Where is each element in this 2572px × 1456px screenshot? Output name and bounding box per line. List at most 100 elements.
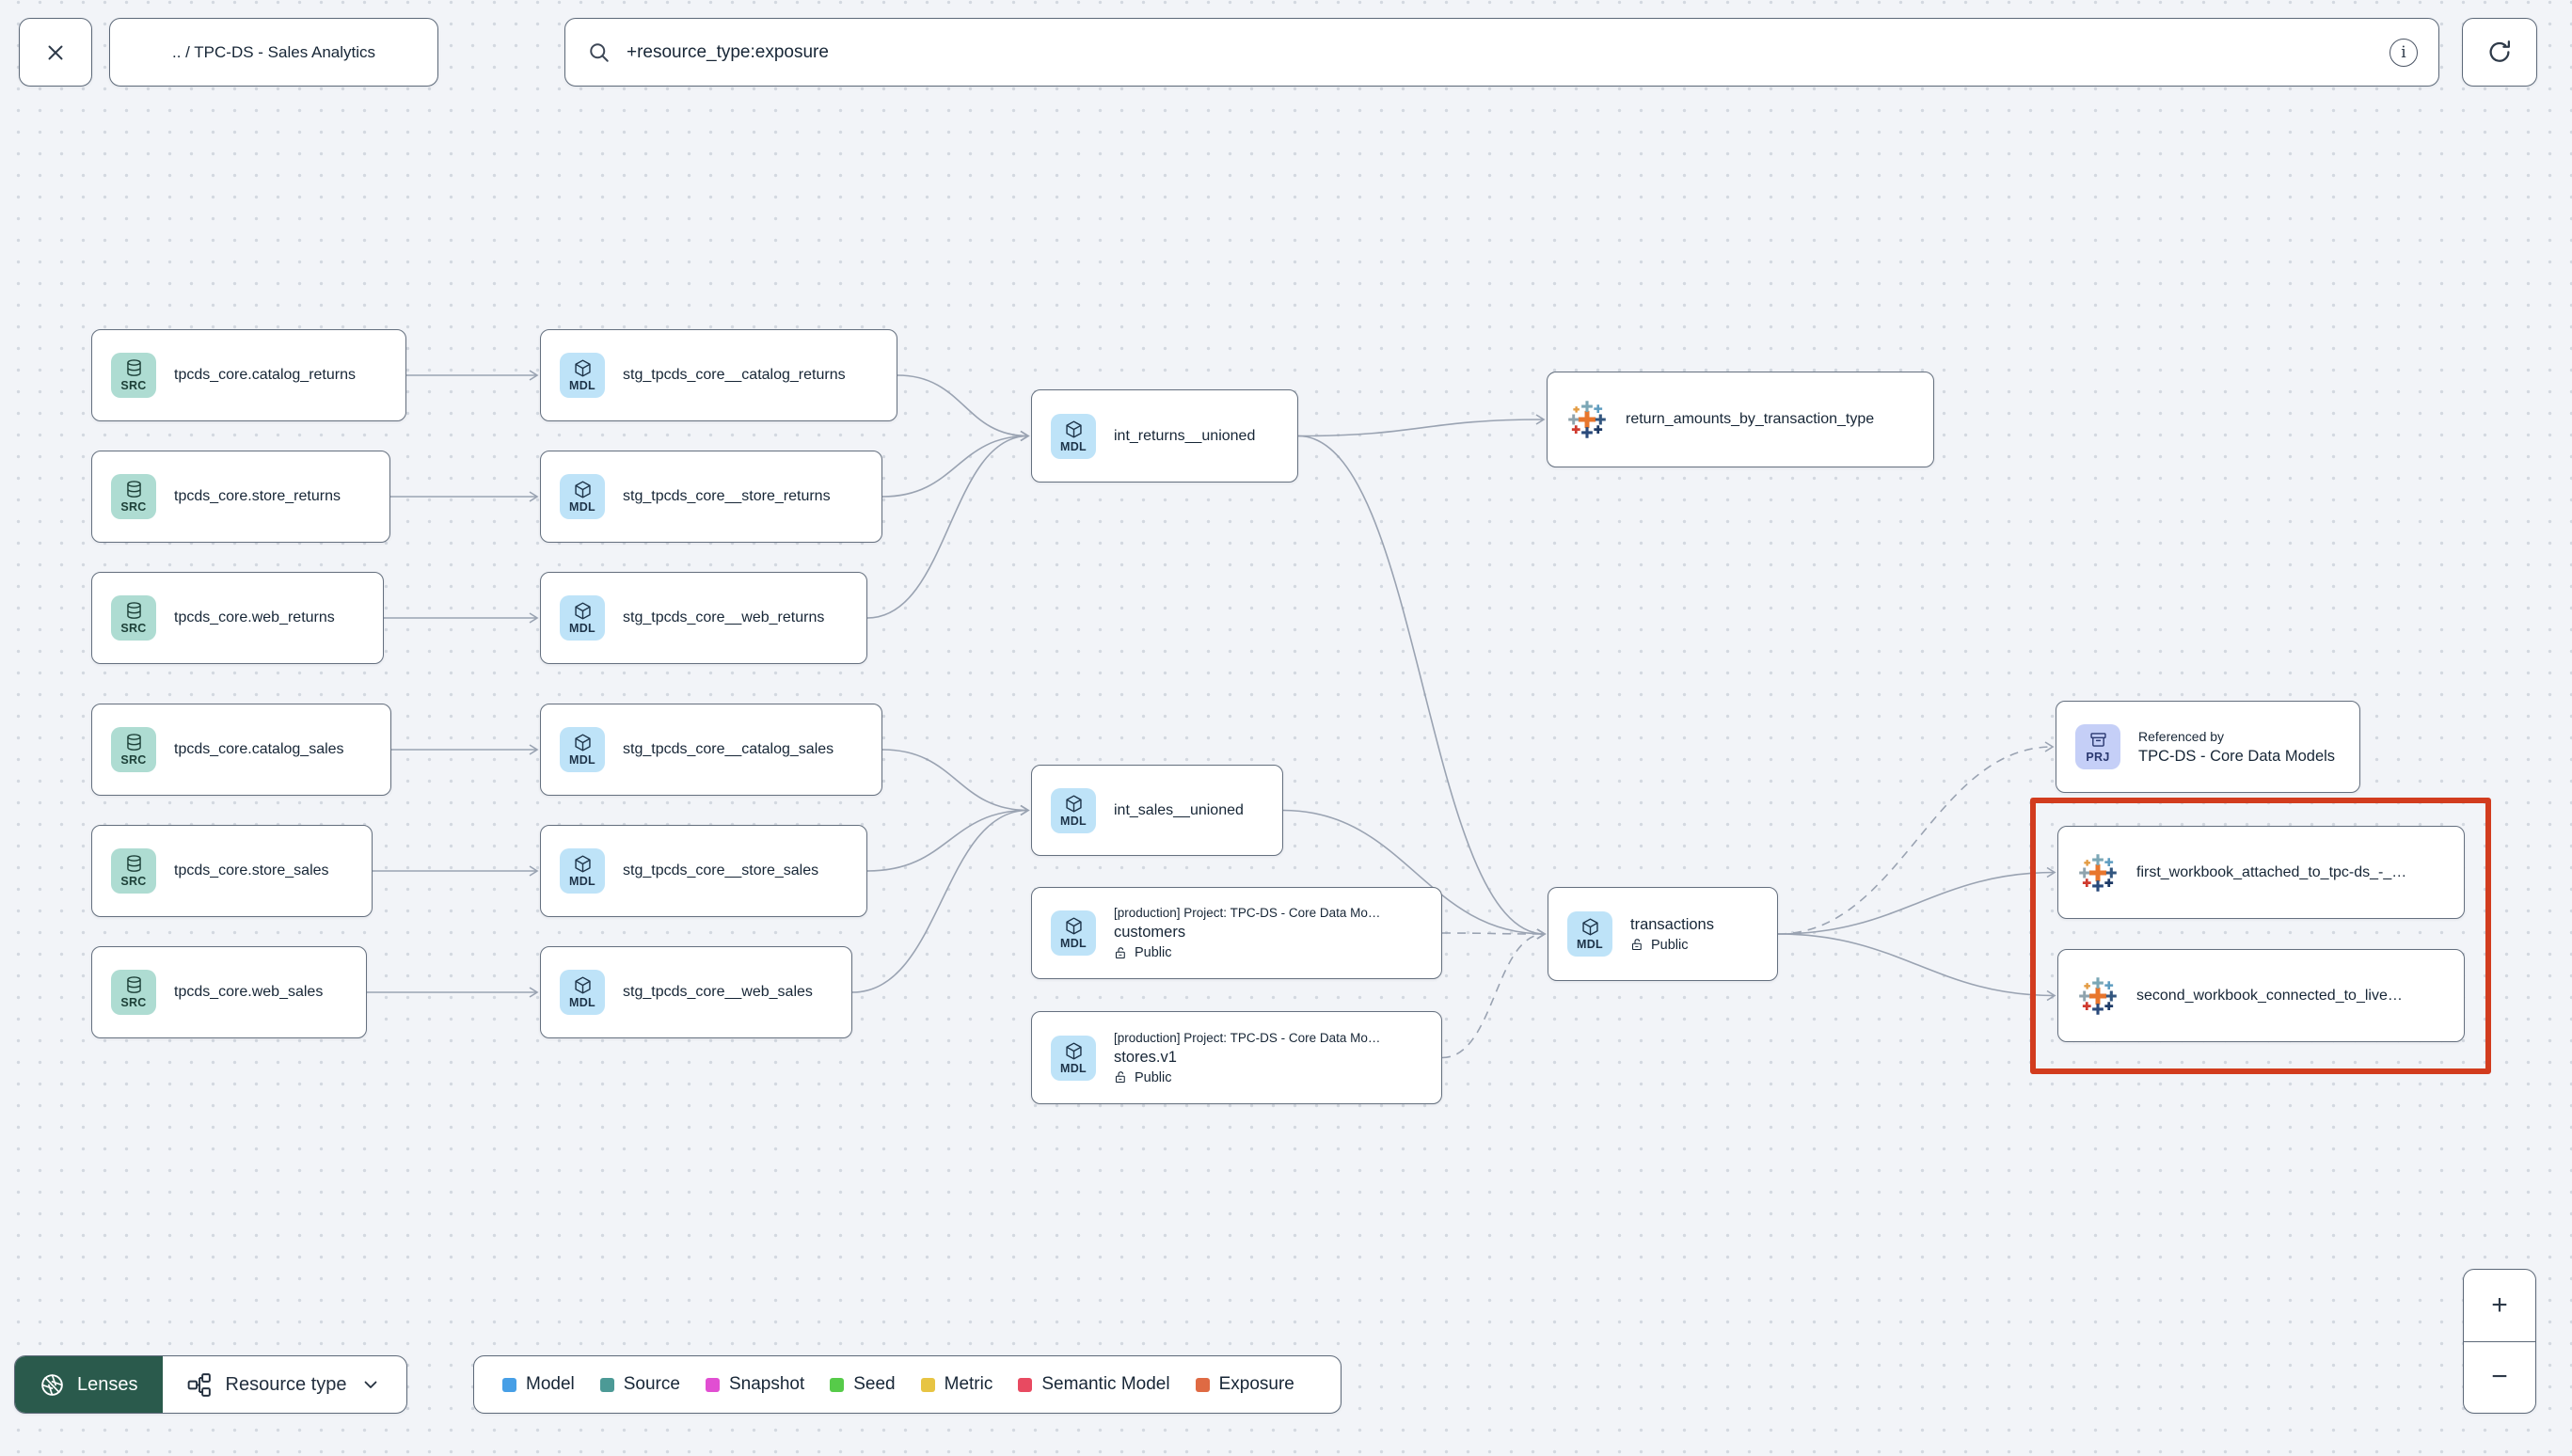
tableau-icon [1566,399,1608,440]
cube-icon [1581,918,1598,936]
resource-type-icon [187,1372,211,1397]
unlock-icon [1631,939,1642,951]
node-label: int_returns__unioned [1114,427,1256,444]
legend-item-model: Model [502,1374,575,1395]
mdl-chip: MDL [1051,413,1096,459]
info-icon[interactable]: i [2389,38,2418,67]
tableau-icon [2079,976,2117,1015]
resource-type-dropdown[interactable]: Resource type [163,1356,407,1413]
src-chip: SRC [111,595,156,641]
node-project-line: [production] Project: TPC-DS - Core Data… [1114,906,1381,920]
cube-icon [574,855,591,873]
mdl-chip: MDL [1567,911,1612,957]
edge-stg_catalog_sales-to-int_sales [881,749,1030,816]
edge-stg_store_returns-to-int_returns [881,430,1030,498]
node-title: transactions [1630,915,1714,933]
lenses-button[interactable]: Lenses [15,1356,163,1413]
src-chip: SRC [111,848,156,894]
src-chip: SRC [111,353,156,398]
search-bar[interactable]: i [564,18,2439,87]
legend-swatch [920,1377,935,1392]
legend-item-snapshot: Snapshot [705,1374,804,1395]
search-input[interactable] [627,41,2375,63]
tableau-icon [2077,975,2119,1017]
close-button[interactable] [19,18,92,87]
mdl-chip: MDL [560,474,605,519]
node-label: tpcds_core.catalog_returns [174,367,356,383]
node-model-stores-v1[interactable]: MDL[production] Project: TPC-DS - Core D… [1031,1011,1442,1104]
refresh-button[interactable] [2462,18,2537,87]
close-icon [48,45,63,59]
cube-icon [1065,419,1082,438]
selection-highlight-box [2030,798,2491,1074]
edge-stg_store_sales-to-int_sales [866,804,1030,872]
mdl-chip: MDL [560,353,605,398]
node-label: stg_tpcds_core__store_sales [623,863,819,878]
legend-item-semantic-model: Semantic Model [1018,1374,1170,1395]
cube-icon [574,734,591,752]
mdl-chip: MDL [560,970,605,1015]
node-label: tpcds_core.catalog_sales [174,741,344,757]
mdl-chip: MDL [560,595,605,641]
node-access: Public [1630,938,1714,953]
edge-int_returns-to-transactions [1297,435,1547,940]
node-exposure-first-workbook[interactable]: first_workbook_attached_to_tpc-ds_-_… [2057,826,2465,919]
mdl-chip: MDL [1051,910,1096,956]
legend-item-exposure: Exposure [1195,1374,1294,1395]
tableau-icon [2079,853,2117,892]
edge-transactions-to-wb2 [1777,933,2056,1002]
node-label: second_workbook_connected_to_live… [2136,987,2403,1004]
refresh-icon [2489,40,2510,62]
prj-chip: PRJ [2075,724,2120,769]
legend-swatch [599,1377,614,1392]
edge-customers-to-transactions [1441,928,1547,940]
cube-icon [574,602,591,620]
cube-icon [574,976,591,994]
database-icon [126,976,141,993]
node-label: stg_tpcds_core__catalog_sales [623,741,834,757]
zoom-in-button[interactable]: + [2491,1289,2508,1321]
edge-stores-to-transactions [1441,928,1547,1059]
legend-item-metric: Metric [920,1374,992,1395]
edge-stg_catalog_returns-to-int_returns [897,374,1030,442]
archive-box-icon [2089,733,2106,747]
node-model-stg-tpcds-core-catalog-sales[interactable]: MDL stg_tpcds_core__catalog_sales [540,704,882,796]
node-source-tpcds-core-catalog-returns[interactable]: SRC tpcds_core.catalog_returns [91,329,406,421]
referenced-project-name: TPC-DS - Core Data Models [2138,747,2336,765]
edge-int_sales-to-transactions [1282,809,1547,940]
database-icon [126,602,141,619]
breadcrumb[interactable]: .. / TPC-DS - Sales Analytics [109,18,438,87]
legend-swatch [705,1377,720,1392]
node-project-line: [production] Project: TPC-DS - Core Data… [1114,1030,1381,1045]
edge-stg_web_returns-to-int_returns [866,430,1030,619]
legend-swatch [502,1377,516,1392]
node-exposure-return-amounts-by-transaction-type[interactable]: return_amounts_by_transaction_type [1547,372,1934,467]
unlock-icon [1115,1071,1125,1084]
node-exposure-second-workbook[interactable]: second_workbook_connected_to_live… [2057,949,2465,1042]
node-model-int-returns-unioned[interactable]: MDL int_returns__unioned [1031,389,1298,483]
legend-swatch [1195,1377,1210,1392]
zoom-out-button[interactable]: − [2464,1340,2535,1414]
edge-transactions-to-wb1 [1777,866,2056,935]
node-model-customers[interactable]: MDL [production] Project: TPC-DS - Core D… [1031,887,1442,979]
mdl-chip: MDL [560,727,605,772]
cube-icon [1065,794,1082,813]
database-icon [126,734,141,751]
node-model-stg-tpcds-core-catalog-returns[interactable]: MDL stg_tpcds_core__catalog_returns [540,329,897,421]
node-label: stg_tpcds_core__catalog_returns [623,367,846,383]
